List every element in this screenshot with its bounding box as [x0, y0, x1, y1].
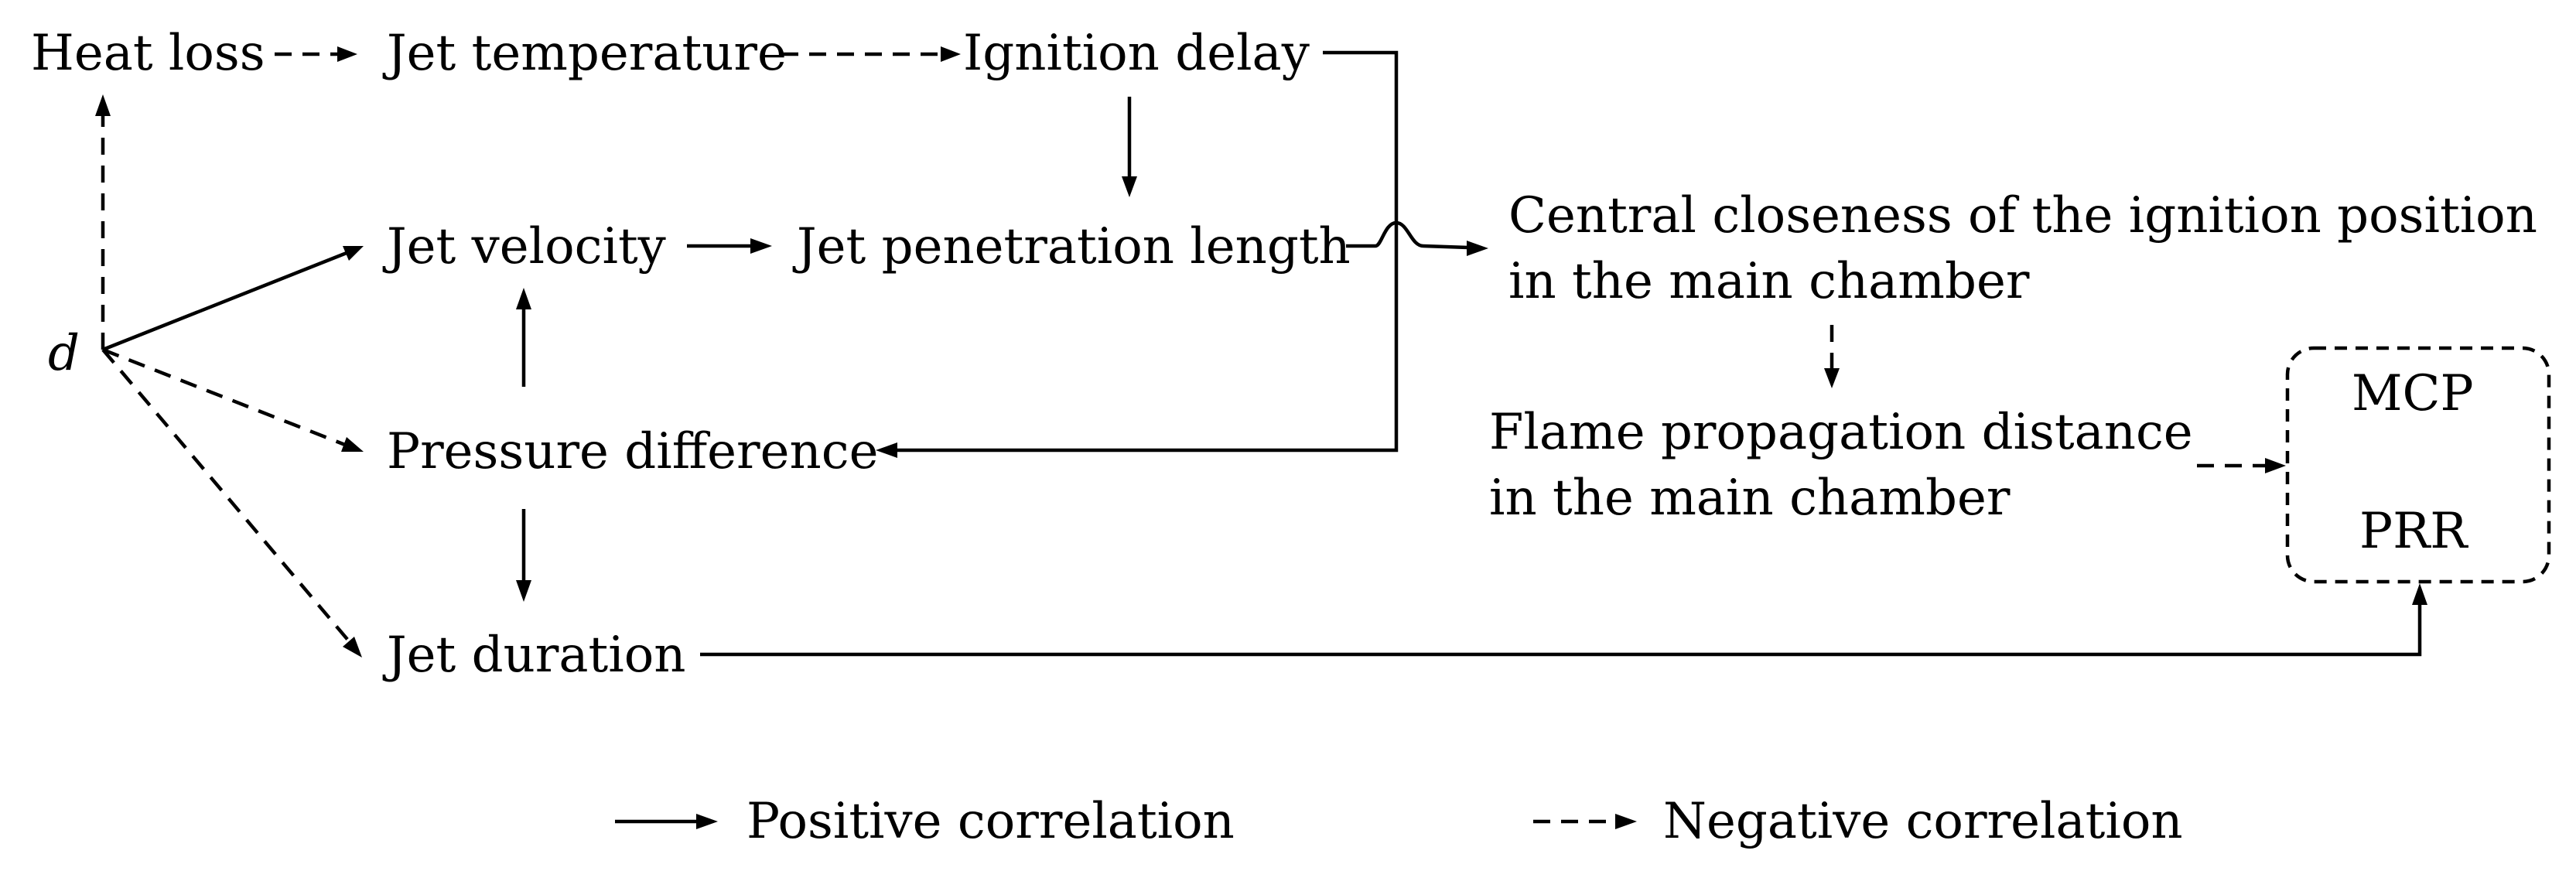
arrowhead — [696, 814, 718, 829]
node-mcp: MCP — [2352, 365, 2474, 422]
output-box — [2285, 346, 2551, 584]
node-flame-propagation-line2: in the main chamber — [1489, 470, 2011, 527]
arrowhead — [1824, 368, 1840, 388]
node-d: d — [48, 325, 80, 382]
node-central-closeness-line2: in the main chamber — [1508, 253, 2030, 310]
edge-penetration-closeness — [1346, 220, 1469, 250]
node-ignition-delay: Ignition delay — [963, 25, 1310, 82]
node-heat-loss: Heat loss — [31, 25, 265, 82]
edge-jetduration-output — [700, 603, 2422, 657]
edge-d-pressure — [102, 347, 346, 447]
edge-d-jetvelocity — [102, 251, 347, 352]
node-flame-propagation-line1: Flame propagation distance — [1489, 404, 2193, 461]
legend: Positive correlation Negative correlatio… — [615, 793, 2183, 850]
arrowhead — [95, 94, 111, 116]
node-pressure-difference: Pressure difference — [387, 423, 878, 480]
node-prr: PRR — [2359, 503, 2468, 560]
arrowhead — [343, 637, 362, 658]
legend-positive-label: Positive correlation — [746, 793, 1235, 850]
arrowhead — [343, 246, 364, 261]
node-jet-penetration-length: Jet penetration length — [792, 218, 1351, 275]
arrowhead — [516, 288, 531, 309]
arrowhead — [2412, 583, 2427, 605]
node-central-closeness-line1: Central closeness of the ignition positi… — [1508, 187, 2537, 244]
edge-d-jetduration — [101, 348, 351, 644]
arrowhead — [1615, 814, 1637, 829]
legend-negative-label: Negative correlation — [1663, 793, 2183, 850]
arrowhead — [876, 442, 897, 458]
arrowhead — [1122, 176, 1137, 197]
arrowhead — [941, 46, 961, 62]
node-jet-temperature: Jet temperature — [382, 25, 787, 82]
node-jet-duration: Jet duration — [382, 627, 685, 684]
arrowhead — [1467, 241, 1488, 256]
edge-ignition-pressure — [896, 50, 1399, 453]
arrowhead — [516, 580, 531, 602]
arrowhead — [2265, 458, 2286, 473]
arrowhead — [337, 46, 357, 62]
arrowhead — [750, 238, 772, 254]
arrowhead — [341, 437, 364, 452]
node-jet-velocity: Jet velocity — [382, 218, 666, 275]
